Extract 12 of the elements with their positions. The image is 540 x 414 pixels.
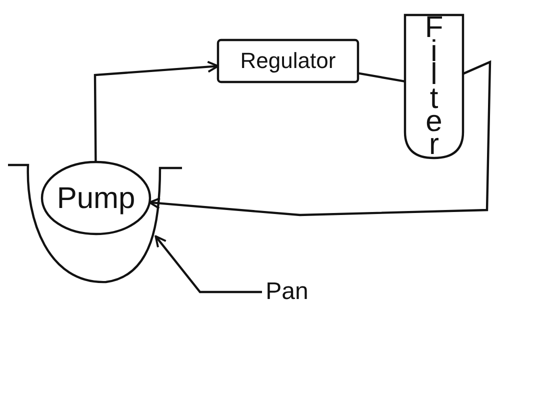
arrow [154,235,262,294]
pump-ellipse [42,162,150,234]
arrow [148,60,492,216]
pan-drawing [8,160,182,284]
connector-line [358,72,406,83]
arrow [94,60,219,162]
vertical-label: Filter [424,16,444,157]
node-label: Pump [56,182,136,214]
node-label: Pan [266,278,308,306]
regulator-box [218,40,358,82]
filter-tube [405,15,463,158]
node-label: Regulator [240,48,336,74]
